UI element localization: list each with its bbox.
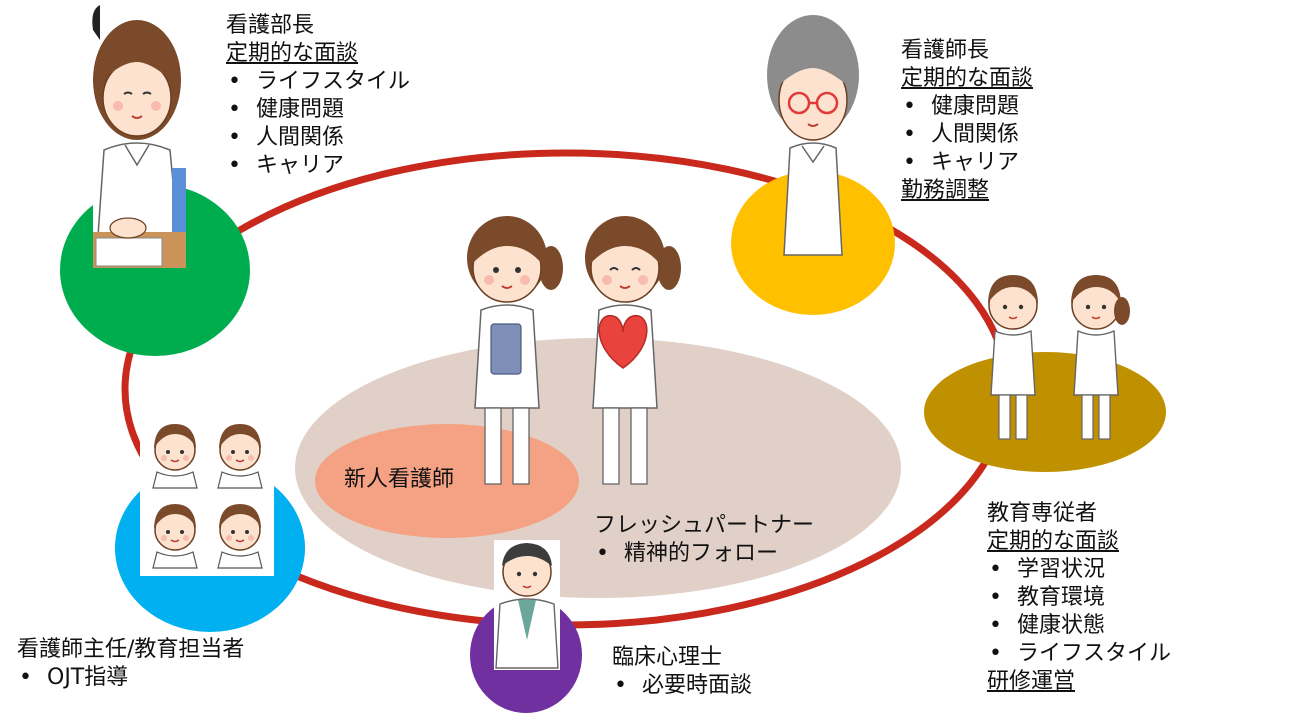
list-item: キャリア	[226, 152, 410, 180]
role-title: 看護師主任/教育担当者	[17, 637, 245, 662]
role-extra-duty: 研修運営	[987, 669, 1076, 694]
new-nurses-with-heart-illustration	[467, 216, 681, 485]
role-subtitle: 定期的な面談	[901, 66, 1034, 91]
role-item-list: 精神的フォロー	[594, 540, 814, 568]
role-subtitle: 定期的な面談	[226, 41, 359, 66]
role-item-list: 必要時面談	[612, 672, 752, 700]
list-item: 学習状況	[987, 556, 1171, 584]
list-item: 人間関係	[226, 124, 410, 152]
role-item-list: 健康問題 人間関係 キャリア	[901, 93, 1033, 177]
educator-circle	[924, 352, 1166, 472]
nurse-director-illustration	[92, 5, 186, 268]
role-title: 看護師長	[901, 38, 990, 63]
psychologist-illustration	[494, 540, 560, 670]
head-nurse-glasses-illustration	[767, 15, 859, 256]
chief-nurse-label: 看護師主任/教育担当者 OJT指導	[17, 636, 244, 692]
list-item: キャリア	[901, 149, 1033, 177]
role-item-list: ライフスタイル 健康問題 人間関係 キャリア	[226, 68, 410, 180]
list-item: OJT指導	[17, 664, 244, 692]
new-nurse-label: 新人看護師	[344, 467, 455, 492]
role-title: 教育専従者	[987, 501, 1098, 526]
role-item-list: OJT指導	[17, 664, 244, 692]
fresh-partner-label: フレッシュパートナー 精神的フォロー	[594, 512, 814, 568]
list-item: 教育環境	[987, 584, 1171, 612]
role-subtitle: 定期的な面談	[987, 529, 1120, 554]
list-item: 健康問題	[901, 93, 1033, 121]
head-nurse-label: 看護師長 定期的な面談 健康問題 人間関係 キャリア 勤務調整	[901, 37, 1033, 205]
role-title: フレッシュパートナー	[594, 513, 815, 538]
psychologist-label: 臨床心理士 必要時面談	[612, 644, 752, 700]
list-item: ライフスタイル	[987, 640, 1171, 668]
list-item: 健康状態	[987, 612, 1171, 640]
two-nurses-illustration	[988, 275, 1130, 440]
list-item: 人間関係	[901, 121, 1033, 149]
list-item: 精神的フォロー	[594, 540, 814, 568]
role-title: 看護部長	[226, 13, 315, 38]
nursing-director-label: 看護部長 定期的な面談 ライフスタイル 健康問題 人間関係 キャリア	[226, 12, 410, 180]
educator-label: 教育専従者 定期的な面談 学習状況 教育環境 健康状態 ライフスタイル 研修運営	[987, 500, 1171, 696]
four-nurse-faces-illustration	[140, 414, 274, 576]
list-item: ライフスタイル	[226, 68, 410, 96]
list-item: 必要時面談	[612, 672, 752, 700]
role-item-list: 学習状況 教育環境 健康状態 ライフスタイル	[987, 556, 1171, 668]
list-item: 健康問題	[226, 96, 410, 124]
role-title: 臨床心理士	[612, 645, 723, 670]
role-extra-duty: 勤務調整	[901, 178, 990, 203]
